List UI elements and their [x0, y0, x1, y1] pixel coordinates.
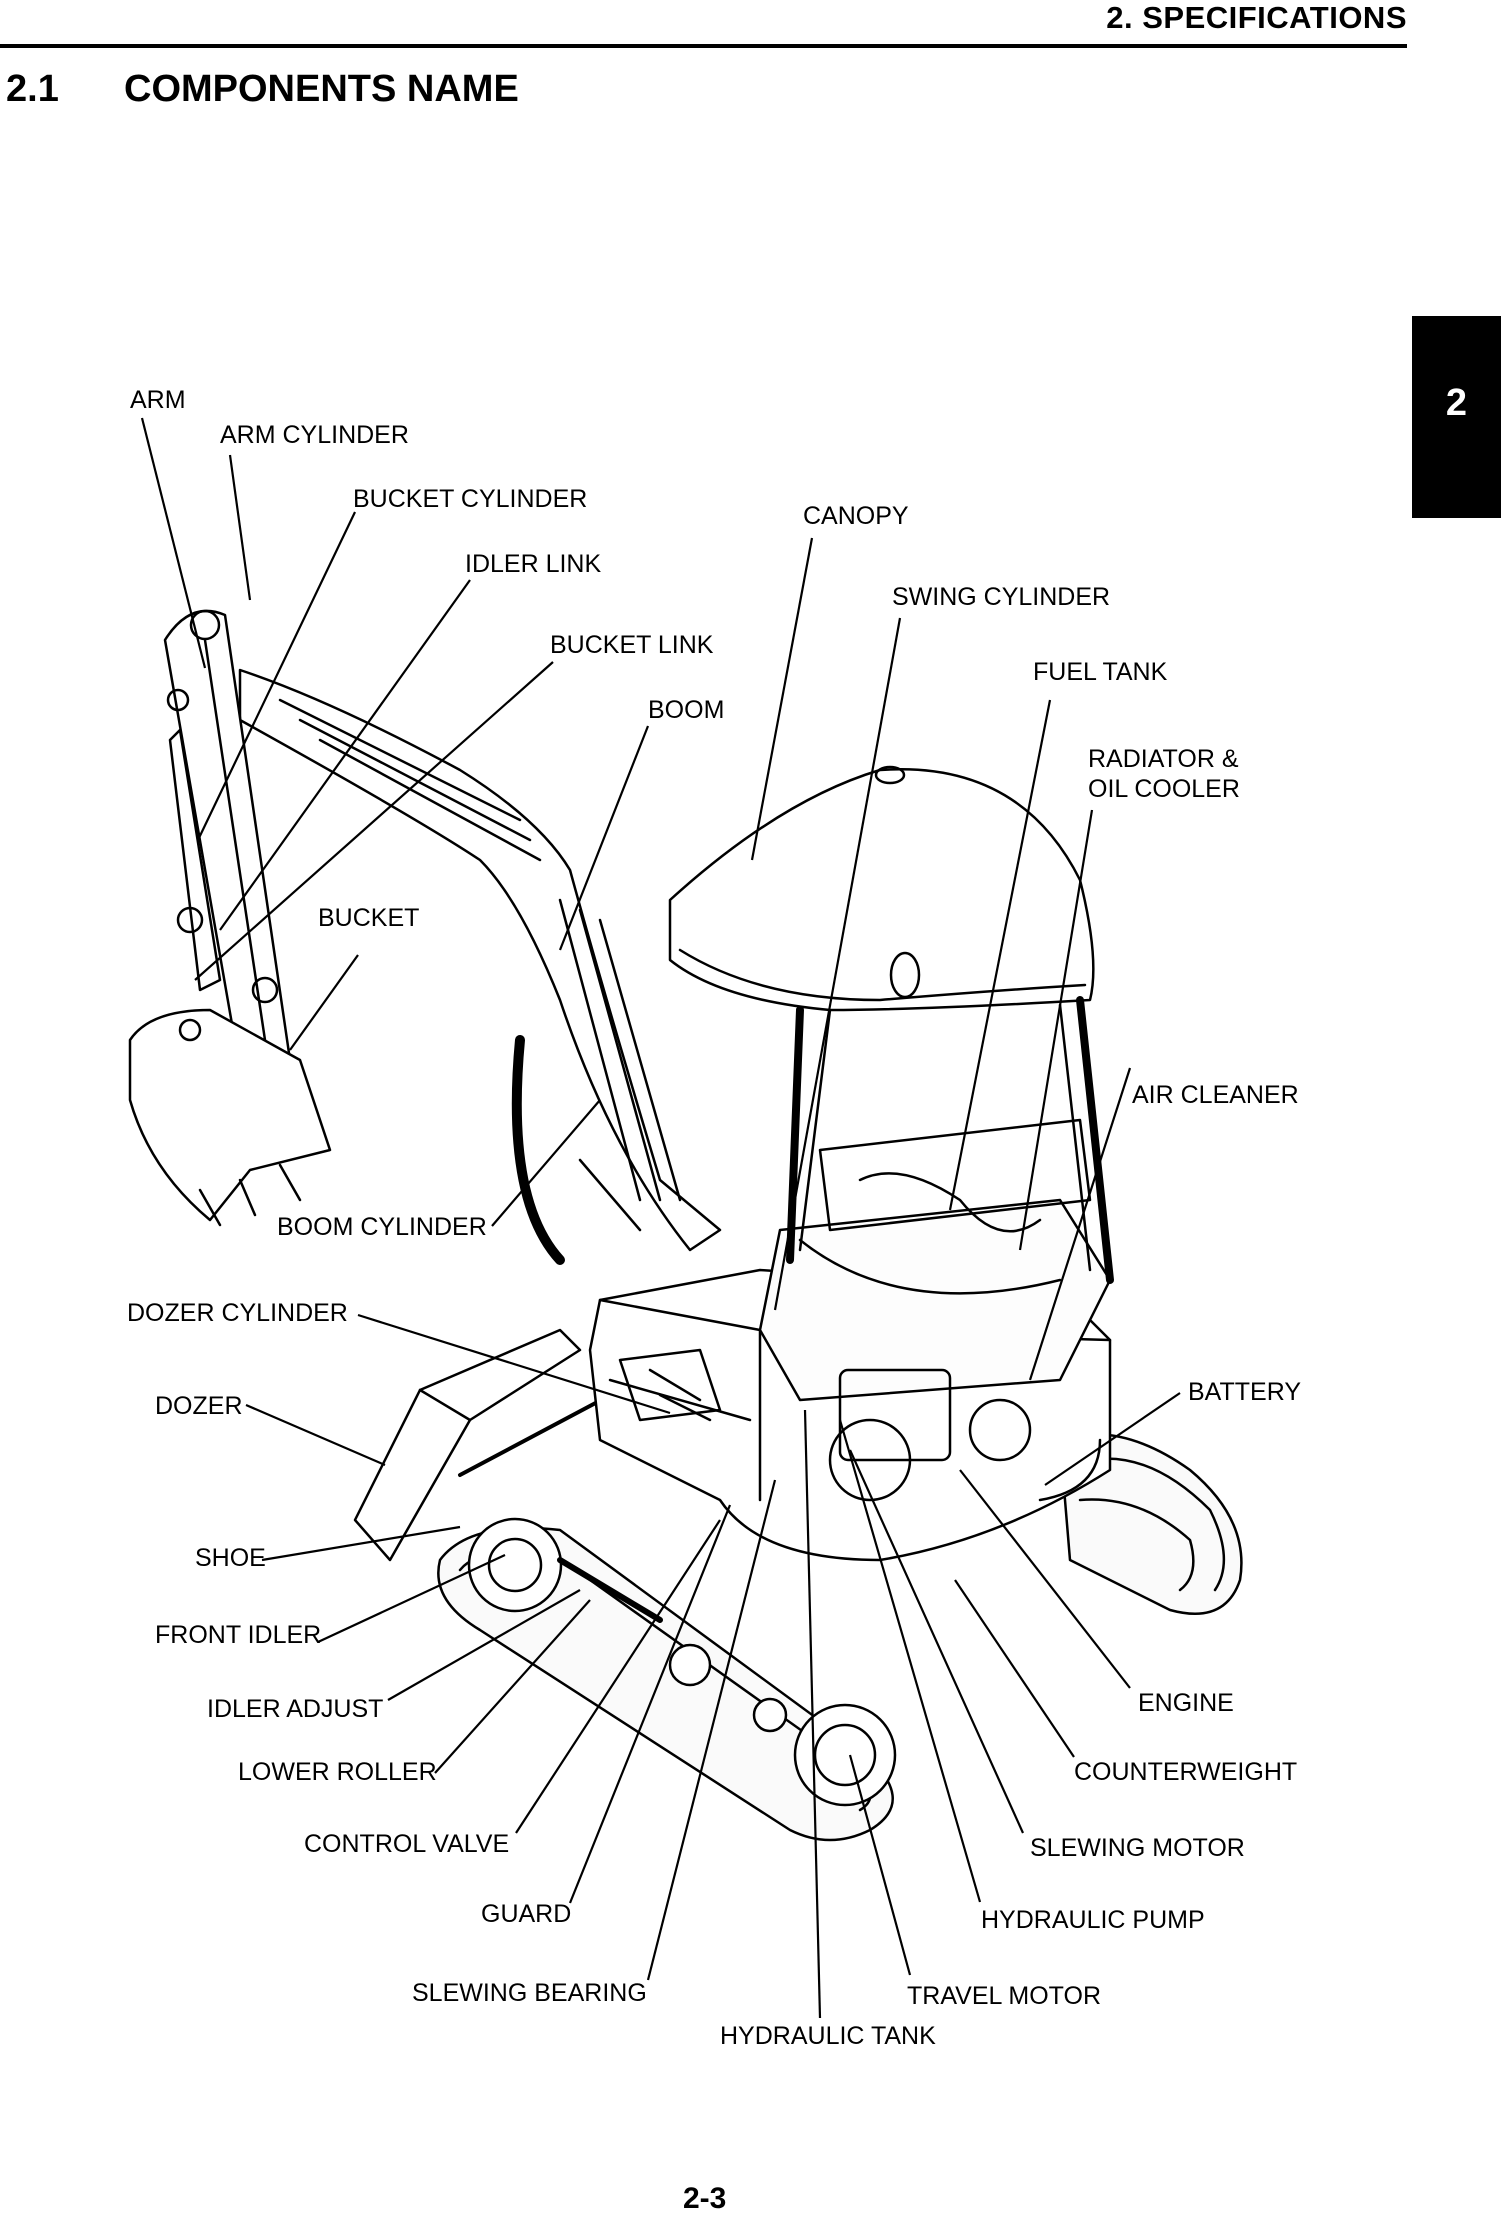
label-lower-roller: LOWER ROLLER [238, 1758, 437, 1786]
page-number: 2-3 [683, 2182, 727, 2215]
label-fuel-tank: FUEL TANK [1033, 658, 1168, 686]
label-bucket-link: BUCKET LINK [550, 631, 714, 659]
label-arm: ARM [130, 386, 186, 414]
label-boom: BOOM [648, 696, 725, 724]
arm-drawing [163, 609, 292, 1072]
label-hydraulic-tank: HYDRAULIC TANK [720, 2022, 936, 2050]
header-rule [0, 44, 1407, 48]
label-hydraulic-pump: HYDRAULIC PUMP [981, 1906, 1205, 1934]
chapter-tab-number: 2 [1445, 382, 1468, 424]
canopy-drawing [668, 765, 1114, 1284]
label-idler-adjust: IDLER ADJUST [207, 1695, 384, 1723]
label-slewing-bearing: SLEWING BEARING [412, 1979, 647, 2007]
label-front-idler: FRONT IDLER [155, 1621, 322, 1649]
label-air-cleaner: AIR CLEANER [1132, 1081, 1299, 1109]
label-canopy: CANOPY [803, 502, 909, 530]
chapter-tab: 2 [1412, 316, 1501, 518]
label-counterweight: COUNTERWEIGHT [1074, 1758, 1298, 1786]
label-slewing-motor: SLEWING MOTOR [1030, 1834, 1245, 1862]
label-guard: GUARD [481, 1900, 572, 1928]
page-heading: 2.1 COMPONENTS NAME [6, 68, 519, 111]
label-engine: ENGINE [1138, 1689, 1234, 1717]
label-battery: BATTERY [1188, 1378, 1301, 1406]
label-travel-motor: TRAVEL MOTOR [907, 1982, 1102, 2010]
label-oil-cooler: OIL COOLER [1088, 775, 1240, 803]
leader-lines [140, 417, 1181, 2019]
label-dozer: DOZER [155, 1392, 243, 1420]
label-bucket: BUCKET [318, 904, 420, 932]
heading-title: COMPONENTS NAME [124, 68, 519, 110]
heading-number: 2.1 [6, 68, 59, 110]
left-track-drawing [437, 1517, 897, 1842]
label-bucket-cylinder: BUCKET CYLINDER [353, 485, 588, 513]
boom-drawing [238, 668, 722, 1265]
label-shoe: SHOE [195, 1544, 266, 1572]
label-dozer-cylinder: DOZER CYLINDER [127, 1299, 348, 1327]
label-swing-cylinder: SWING CYLINDER [892, 583, 1111, 611]
bucket-drawing [128, 1008, 332, 1227]
label-arm-cylinder: ARM CYLINDER [220, 421, 409, 449]
label-radiator: RADIATOR & [1088, 745, 1239, 773]
label-boom-cylinder: BOOM CYLINDER [277, 1213, 487, 1241]
upper-structure-drawing [588, 1118, 1112, 1562]
label-control-valve: CONTROL VALVE [304, 1830, 510, 1858]
label-idler-link: IDLER LINK [465, 550, 602, 578]
section-title: 2. SPECIFICATIONS [1106, 0, 1407, 35]
dozer-drawing [353, 1328, 622, 1562]
right-track-drawing [1058, 1433, 1243, 1615]
